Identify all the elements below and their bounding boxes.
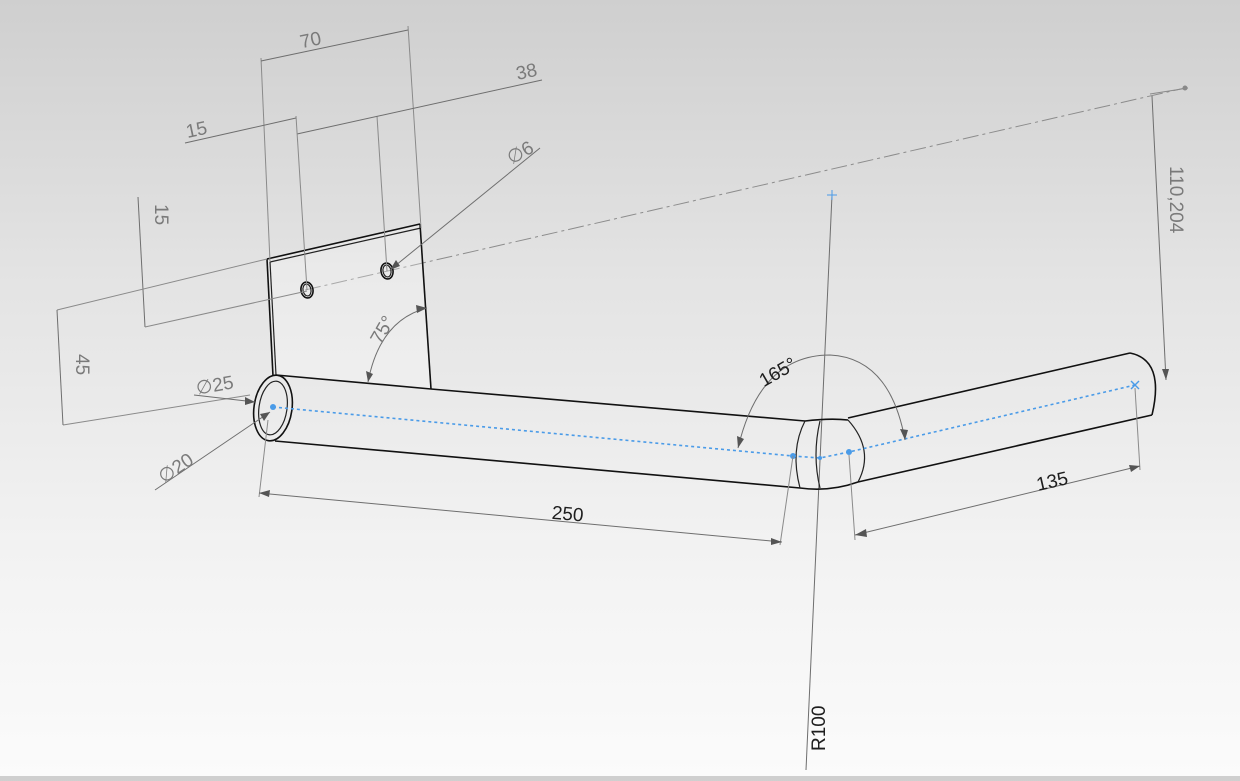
mounting-hole-right[interactable] xyxy=(380,262,395,280)
sweep-path-sketch[interactable] xyxy=(270,380,1140,460)
dim-38[interactable]: 38 xyxy=(296,60,543,272)
dim-15-left-text: 15 xyxy=(150,204,171,225)
dim-phi-20[interactable]: ∅20 xyxy=(154,411,271,491)
dim-15-left[interactable]: 15 xyxy=(137,196,308,328)
dim-15-top-text: 15 xyxy=(184,118,209,143)
bracket-plate[interactable] xyxy=(266,223,432,390)
dim-70[interactable]: 70 xyxy=(260,25,422,263)
dim-phi-25[interactable]: ∅25 xyxy=(193,372,256,405)
dim-r100[interactable]: R100 xyxy=(809,706,830,751)
path-arc-mid xyxy=(818,456,822,460)
hole-axis-centerline xyxy=(304,87,1186,291)
tube-body[interactable] xyxy=(274,352,1157,490)
dim-phi-6-text: ∅6 xyxy=(504,138,538,170)
dim-r100-text: R100 xyxy=(809,706,830,751)
tube-open-end[interactable] xyxy=(250,373,297,444)
path-vertex-point-2 xyxy=(846,449,852,455)
path-start-point xyxy=(270,404,276,410)
dim-angle-165-text: 165° xyxy=(756,354,801,392)
dim-250[interactable]: 250 xyxy=(258,419,794,546)
dim-135[interactable]: 135 xyxy=(848,387,1141,541)
dim-250-text: 250 xyxy=(551,503,584,527)
dim-38-text: 38 xyxy=(514,60,539,85)
dim-70-text: 70 xyxy=(298,28,323,53)
dim-135-text: 135 xyxy=(1035,468,1071,496)
dim-phi-20-text: ∅20 xyxy=(155,450,198,488)
mounting-hole-left[interactable] xyxy=(300,281,315,299)
dim-110-204-text: 110,204 xyxy=(1165,166,1186,234)
dim-45-text: 45 xyxy=(71,354,92,375)
dim-phi-25-text: ∅25 xyxy=(195,372,236,399)
dim-110-204[interactable]: 110,204 xyxy=(1149,87,1189,381)
dim-15-top[interactable]: 15 xyxy=(184,115,308,291)
dim-45[interactable]: 45 xyxy=(56,258,268,426)
